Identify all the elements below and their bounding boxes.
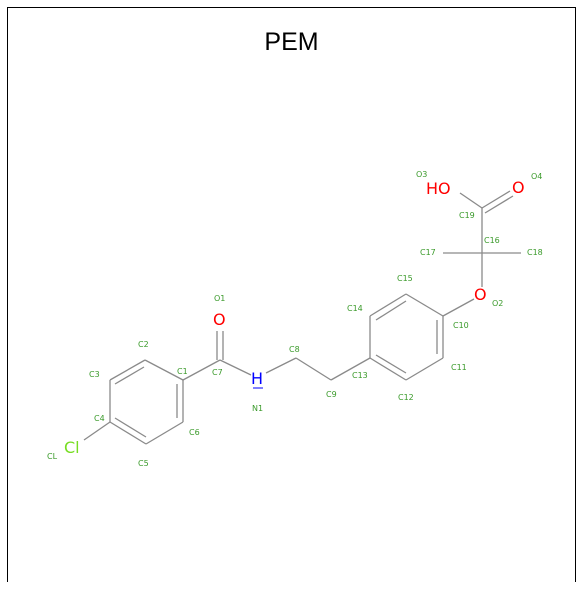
label-c12: C12 <box>398 393 414 402</box>
bond-n1-c8 <box>265 357 297 374</box>
bond-c4-c5-inner <box>114 417 147 438</box>
viewer-frame <box>7 7 576 582</box>
bond-c4-cl <box>83 421 111 441</box>
molecule-title: PEM <box>264 28 319 56</box>
label-c17: C17 <box>420 248 436 257</box>
bond-c8-c9 <box>295 357 332 381</box>
nitrogen-n1-h: H <box>251 369 263 388</box>
bond-c2-c3 <box>109 359 146 381</box>
bond-c9-c13 <box>330 357 371 381</box>
label-c2: C2 <box>138 340 149 349</box>
label-c3: C3 <box>89 370 100 379</box>
label-c10: C10 <box>453 321 469 330</box>
bond-c19-o3 <box>459 192 483 209</box>
bond-c19-o4 <box>481 190 511 209</box>
label-c1: C1 <box>177 367 188 376</box>
label-cl: CL <box>47 452 58 461</box>
bond-c7-n1 <box>219 359 252 376</box>
bond-c12-c13-inner <box>375 354 407 374</box>
bond-c14-c15 <box>369 293 407 317</box>
label-o2: O2 <box>492 299 503 308</box>
label-c13: C13 <box>352 371 368 380</box>
label-c15: C15 <box>397 274 413 283</box>
bond-c14-c15-inner <box>375 300 407 321</box>
chlorine-cl: Cl <box>64 438 80 457</box>
label-c19: C19 <box>459 211 475 220</box>
label-c11: C11 <box>451 363 467 372</box>
oxygen-o4: O <box>512 178 525 197</box>
bond-c1-c2 <box>144 359 184 381</box>
bond-c12-c13 <box>369 357 407 381</box>
bond-c19-o4-double <box>484 195 514 214</box>
label-o1: O1 <box>214 294 225 303</box>
hydroxyl-o3: HO <box>426 179 451 198</box>
bond-c1-c7 <box>182 359 221 381</box>
oxygen-o2: O <box>474 285 487 304</box>
label-n1: N1 <box>252 404 263 413</box>
label-c9: C9 <box>326 390 337 399</box>
bond-c10-o2 <box>442 298 475 317</box>
label-c18: C18 <box>527 248 543 257</box>
bonds <box>83 190 521 445</box>
bond-c4-c5 <box>109 421 147 445</box>
oxygen-o1: O <box>213 310 226 329</box>
label-c8: C8 <box>289 345 300 354</box>
label-c16: C16 <box>484 236 500 245</box>
label-o4: O4 <box>531 172 542 181</box>
atom-labels: O1 C2 C1 C3 C7 C4 C6 CL C5 N1 C8 C9 C13 … <box>47 170 543 468</box>
bond-c11-c12 <box>405 357 444 381</box>
label-c6: C6 <box>189 428 200 437</box>
element-symbols: O H Cl O HO O <box>64 178 525 457</box>
label-o3: O3 <box>416 170 427 179</box>
bond-c2-c3-inner <box>114 366 145 385</box>
label-c5: C5 <box>138 459 149 468</box>
label-c7: C7 <box>212 368 223 377</box>
label-c4: C4 <box>94 414 105 423</box>
bond-c15-c10 <box>405 293 444 317</box>
bond-c5-c6 <box>145 421 184 445</box>
label-c14: C14 <box>347 304 363 313</box>
